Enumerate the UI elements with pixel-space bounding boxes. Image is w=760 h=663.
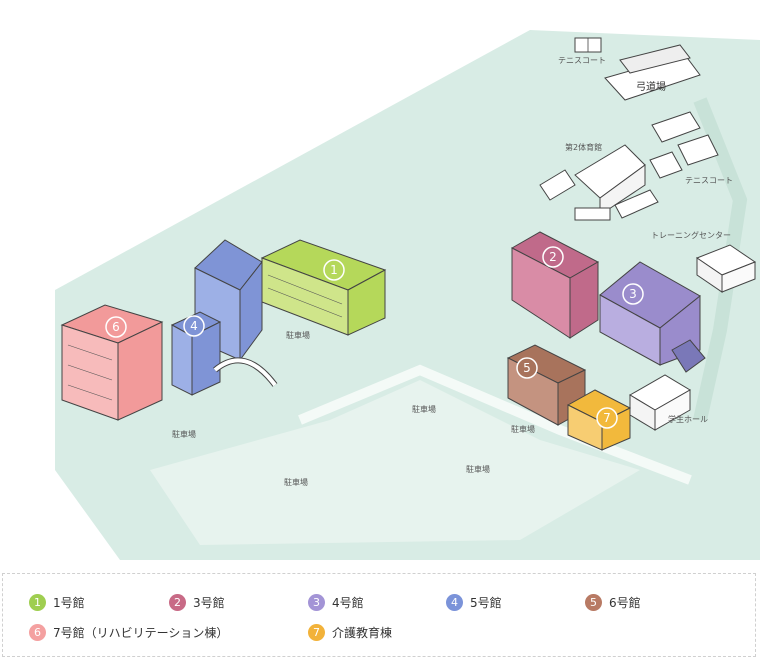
- kyudojo: [604, 44, 701, 101]
- marker-4[interactable]: 4: [183, 315, 205, 337]
- label-tennis-court-2: テニスコート: [685, 176, 733, 185]
- label-parking-2: 駐車場: [172, 429, 196, 439]
- label-parking-3: 駐車場: [412, 404, 436, 414]
- legend-badge-7: 7: [308, 623, 325, 641]
- legend-item-5[interactable]: 5 6号館: [585, 592, 641, 612]
- svg-text:1: 1: [330, 263, 338, 277]
- label-parking-5: 駐車場: [466, 464, 490, 474]
- legend-label-2: 3号館: [193, 595, 225, 610]
- label-kyudojo: 弓道場: [636, 80, 666, 93]
- legend-badge-2: 2: [169, 593, 186, 611]
- map-legend: 1 1号館 2 3号館 3 4号館 4 5号館 5 6号館 6 7号館（リハビリ…: [2, 573, 756, 657]
- campus-map: 1 2 3 4 5 6 7 テニスコート 弓道場 第2体育館 テニスコート トレ…: [55, 30, 760, 560]
- svg-text:3: 3: [629, 287, 637, 301]
- legend-item-3[interactable]: 3 4号館: [308, 592, 364, 612]
- legend-badge-3: 3: [308, 593, 325, 611]
- building-1: [260, 239, 387, 336]
- svg-text:4: 4: [190, 319, 198, 333]
- marker-5[interactable]: 5: [516, 357, 538, 379]
- legend-item-1[interactable]: 1 1号館: [29, 592, 85, 612]
- legend-label-3: 4号館: [332, 595, 364, 610]
- gym2: [539, 144, 659, 221]
- legend-label-4: 5号館: [470, 595, 502, 610]
- label-gym2: 第2体育館: [565, 142, 602, 152]
- legend-label-1: 1号館: [53, 595, 85, 610]
- svg-text:6: 6: [112, 320, 120, 334]
- svg-text:2: 2: [549, 250, 557, 264]
- legend-badge-6: 6: [29, 623, 46, 641]
- legend-item-2[interactable]: 2 3号館: [169, 592, 225, 612]
- label-parking-4: 駐車場: [511, 424, 535, 434]
- legend-badge-5: 5: [585, 593, 602, 611]
- label-parking-1: 駐車場: [286, 330, 310, 340]
- marker-2[interactable]: 2: [542, 246, 564, 268]
- label-student-hall: 学生ホール: [668, 414, 708, 424]
- tennis-court-north: [574, 37, 602, 53]
- tennis-court-east: [649, 111, 719, 179]
- student-hall: [629, 374, 691, 431]
- legend-badge-4: 4: [446, 593, 463, 611]
- label-parking-6: 駐車場: [284, 477, 308, 487]
- building-4: [170, 239, 278, 396]
- training-center: [695, 244, 757, 293]
- legend-label-7: 介護教育棟: [332, 625, 393, 640]
- legend-item-6[interactable]: 6 7号館（リハビリテーション棟）: [29, 622, 228, 642]
- marker-3[interactable]: 3: [622, 283, 644, 305]
- campus-inner-lawn: [150, 380, 640, 545]
- building-6: [60, 304, 164, 421]
- marker-1[interactable]: 1: [323, 259, 345, 281]
- svg-text:5: 5: [523, 361, 531, 375]
- svg-text:7: 7: [603, 411, 611, 425]
- marker-7[interactable]: 7: [596, 407, 618, 429]
- legend-item-4[interactable]: 4 5号館: [446, 592, 502, 612]
- legend-item-7[interactable]: 7 介護教育棟: [308, 622, 392, 642]
- marker-6[interactable]: 6: [105, 316, 127, 338]
- legend-label-6: 7号館（リハビリテーション棟）: [53, 625, 229, 640]
- legend-label-5: 6号館: [609, 595, 641, 610]
- label-tennis-court-1: テニスコート: [558, 56, 606, 65]
- driveway: [298, 364, 692, 485]
- legend-badge-1: 1: [29, 593, 46, 611]
- building-3: [599, 261, 706, 373]
- label-training-center: トレーニングセンター: [651, 230, 731, 240]
